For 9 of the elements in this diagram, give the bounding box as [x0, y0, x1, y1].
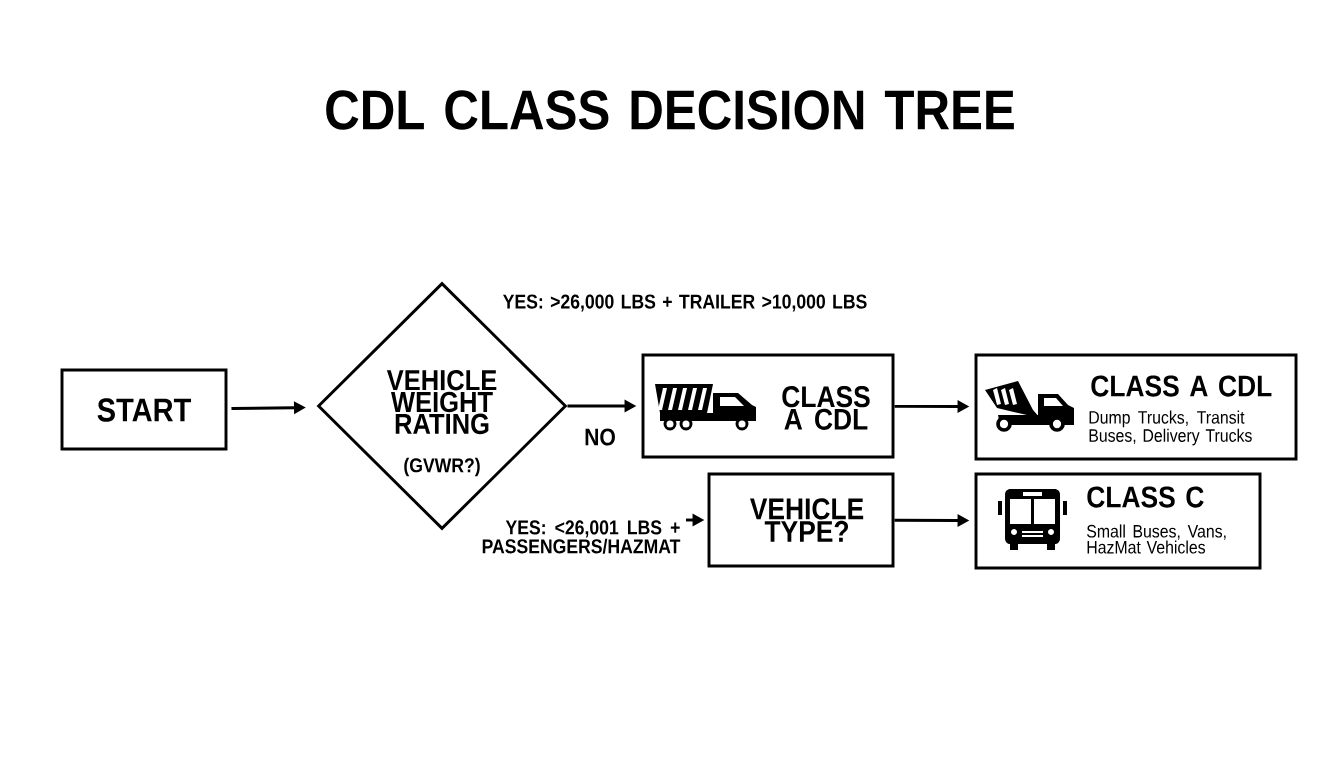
- condition-label: YES: >26,000 LBS + TRAILER >10,000 LBS: [503, 294, 867, 312]
- process-box: CLASS A CDL Dump Trucks, Transit Buses, Delivery Trucks: [974, 353, 1298, 461]
- title: CDL CLASS DECISION TREE: [326, 90, 1014, 130]
- edge-label: NO: [585, 428, 615, 446]
- edge-label: YES: <26,001 LBS + PASSENGERS/HAZMAT: [482, 520, 681, 554]
- process-box: START: [60, 368, 228, 451]
- process-box: VEHICLE TYPE?: [707, 472, 895, 568]
- process-box: CLASS C Small Buses, Vans, HazMat Vehicles: [974, 472, 1262, 570]
- process-box: CLASS A CDL: [641, 353, 895, 459]
